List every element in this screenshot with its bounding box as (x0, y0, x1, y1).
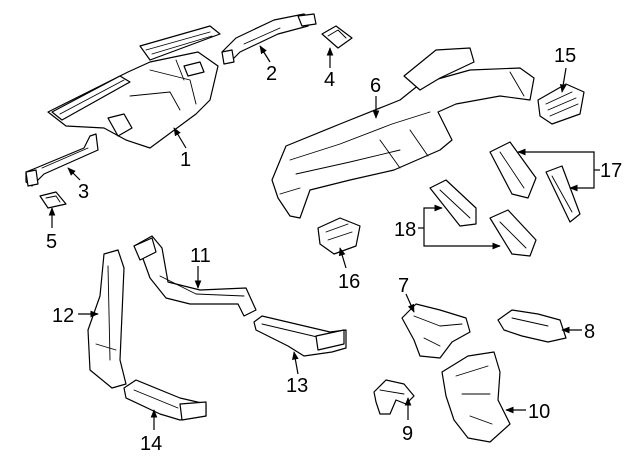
callout-14: 14 (140, 433, 162, 455)
part-13-duct (253, 315, 347, 357)
part-11-duct (133, 235, 257, 317)
callout-7: 7 (398, 275, 409, 297)
part-2-duct (221, 13, 317, 65)
callout-9: 9 (402, 423, 413, 445)
part-15-vent (537, 83, 585, 125)
part-16-vent (317, 217, 361, 255)
callout-2: 2 (266, 63, 277, 85)
part-14-duct (123, 379, 207, 421)
callout-labels: 1 2 3 4 5 6 7 8 9 10 11 12 13 14 15 16 1… (46, 45, 622, 455)
part-8-bracket (497, 309, 567, 343)
callout-13: 13 (286, 375, 308, 397)
callout-11: 11 (190, 245, 211, 267)
part-3-duct (25, 133, 99, 187)
callout-6: 6 (370, 75, 381, 97)
callout-12: 12 (52, 305, 74, 327)
callout-17: 17 (600, 160, 622, 182)
callout-10: 10 (528, 401, 550, 423)
callout-18: 18 (394, 219, 416, 241)
leader-3 (67, 167, 81, 181)
part-1-center-duct (47, 25, 221, 149)
part-6-cross-duct (271, 47, 535, 219)
leader-7 (405, 293, 415, 313)
leader-2 (259, 45, 271, 63)
part-5-vent (39, 191, 67, 209)
part-18-panels (429, 179, 537, 257)
part-10-duct (441, 351, 511, 443)
callout-16: 16 (338, 271, 360, 293)
callout-3: 3 (78, 181, 89, 203)
part-12-duct (87, 249, 127, 389)
leader-1 (173, 127, 187, 149)
part-7-bracket (401, 303, 471, 359)
leader-13 (292, 351, 299, 375)
callout-8: 8 (584, 321, 595, 343)
leader-18-b (423, 228, 501, 250)
leader-16 (338, 247, 347, 269)
callout-1: 1 (180, 149, 191, 171)
leader-17-a (517, 148, 595, 170)
part-4-vent (321, 25, 353, 49)
leader-15 (559, 67, 567, 93)
part-17-panels (489, 141, 581, 223)
leader-lines (48, 45, 600, 430)
callout-4: 4 (324, 69, 335, 91)
callout-15: 15 (554, 45, 576, 67)
callout-5: 5 (46, 231, 57, 253)
part-9-clip (373, 379, 415, 415)
leader-18-a (423, 204, 443, 228)
leader-17-b (569, 170, 595, 192)
